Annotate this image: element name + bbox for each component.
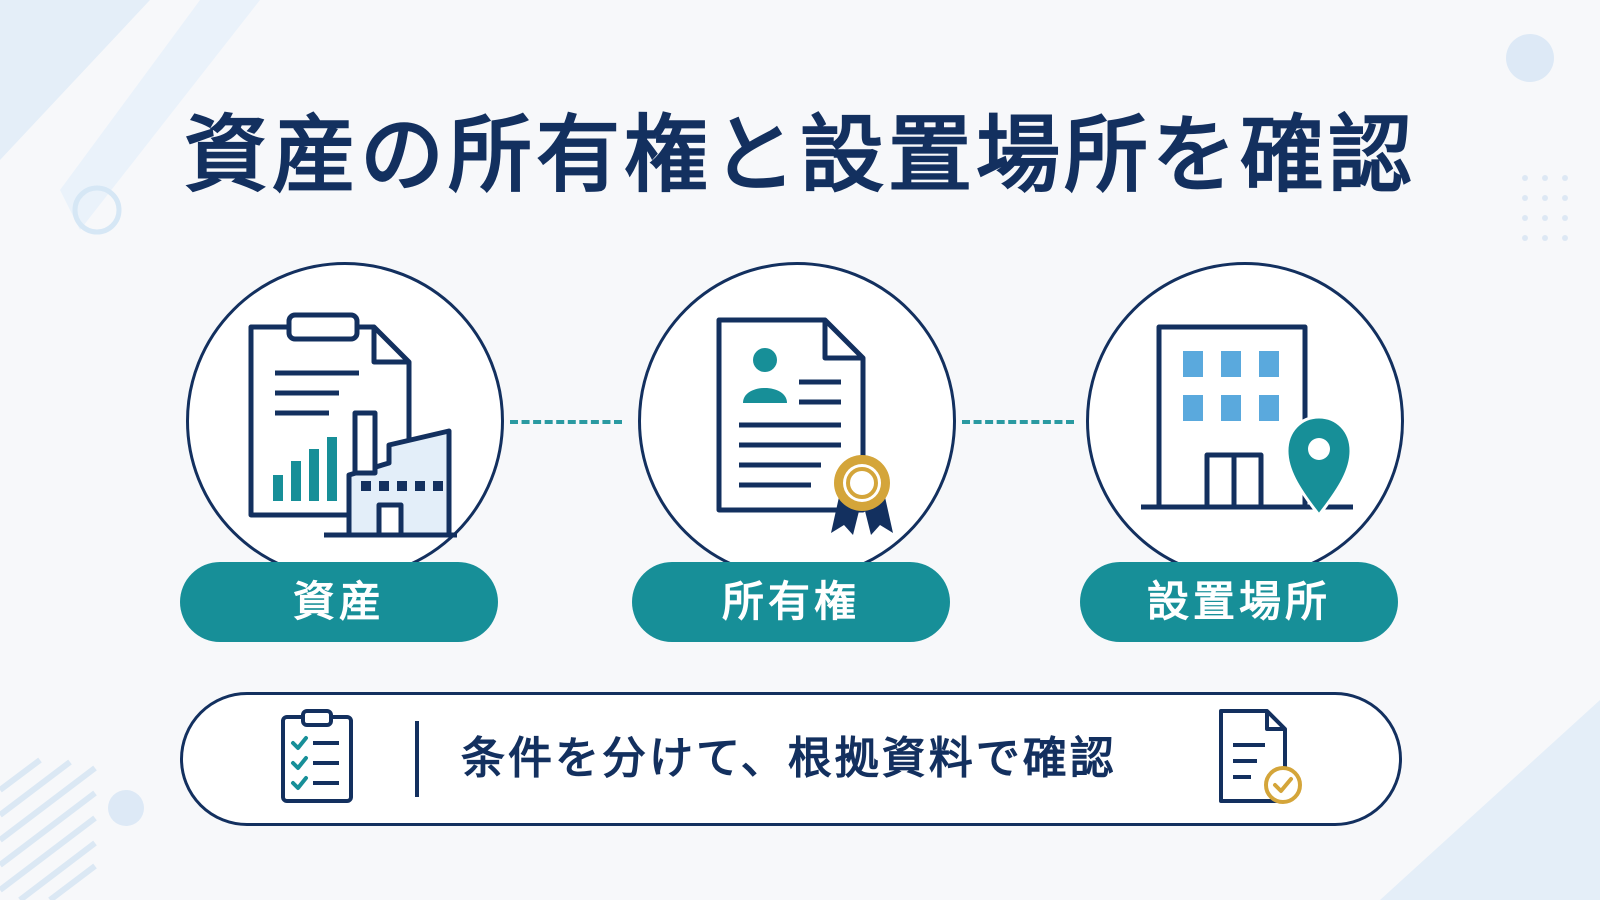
step-location-label: 設置場所 <box>1080 562 1398 642</box>
conclusion-banner: 条件を分けて、根拠資料で確認 <box>180 692 1402 826</box>
building-location-pin-icon <box>1141 324 1353 518</box>
step-location: 設置場所 <box>1080 262 1410 642</box>
asset-document-factory-icon <box>248 312 457 538</box>
connector-line-1 <box>510 420 622 424</box>
step-asset: 資産 <box>180 262 510 642</box>
step-ownership-circle <box>638 262 956 580</box>
page-title: 資産の所有権と設置場所を確認 <box>183 106 1416 204</box>
checklist-clipboard-icon <box>281 709 353 803</box>
step-ownership-label: 所有権 <box>632 562 950 642</box>
step-asset-circle <box>186 262 504 580</box>
ownership-certificate-icon <box>716 317 893 535</box>
step-asset-label: 資産 <box>180 562 498 642</box>
banner-divider <box>415 721 419 797</box>
connector-line-2 <box>962 420 1074 424</box>
step-ownership: 所有権 <box>632 262 962 642</box>
banner-text: 条件を分けて、根拠資料で確認 <box>461 733 1117 784</box>
step-location-circle <box>1086 262 1404 580</box>
document-check-icon <box>1219 709 1302 804</box>
